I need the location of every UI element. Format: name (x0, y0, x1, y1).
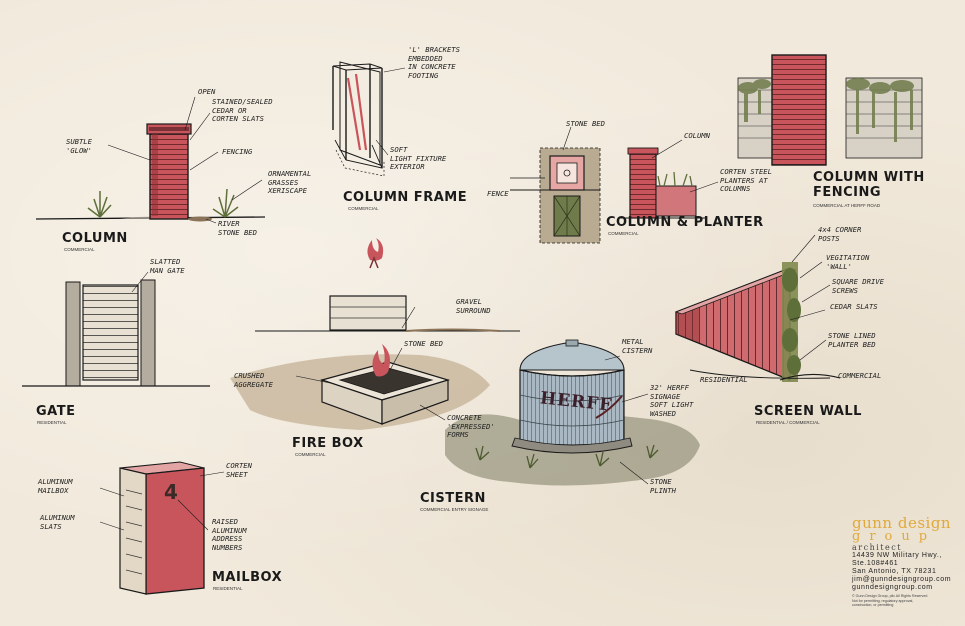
note-screen-planter: STONE LINED PLANTER BED (828, 331, 876, 349)
firm-title-block: gunn design group architect 14439 NW Mil… (852, 516, 960, 608)
column-frame-subtitle: commercial (348, 206, 379, 211)
note-screen-commercial: COMMERCIAL (838, 371, 882, 380)
fire-box-title: FIRE BOX (292, 436, 364, 451)
screen-wall-title: SCREEN WALL (754, 404, 862, 419)
column-sketch (35, 96, 266, 224)
note-fire-gravel: GRAVEL SURROUND (456, 297, 491, 315)
note-screen-residential: RESIDENTIAL (700, 375, 748, 384)
note-cistern-plinth: STONE PLINTH (650, 477, 676, 495)
column-title: COLUMN (62, 231, 128, 246)
note-column-open: OPEN (198, 87, 216, 96)
note-column-river: RIVER STONE BED (218, 219, 257, 237)
note-screen-corner: 4x4 CORNER POSTS (818, 225, 862, 243)
column-planter-title: COLUMN & PLANTER (606, 215, 764, 230)
screen-wall-sketch (674, 234, 841, 382)
note-fire-concrete: CONCRETE 'EXPRESSED' FORMS (447, 413, 495, 439)
fire-box-sketch (230, 238, 520, 430)
firm-legal: © Gunn Design Group, pllc All Rights Res… (852, 594, 928, 607)
note-screen-cedar: CEDAR SLATS (830, 302, 878, 311)
cistern-subtitle: COMMERCIAL ENTRY SIGNAGE (420, 507, 489, 512)
firm-logo-line2: group (852, 529, 937, 544)
note-column-grasses: ORNAMENTAL GRASSES XERISCAPE (268, 169, 312, 195)
note-planter-fence: FENCE (487, 189, 509, 198)
column-frame-title: COLUMN FRAME (343, 190, 468, 205)
column-fencing-sketch (737, 54, 923, 166)
gate-sketch (22, 271, 210, 387)
note-mail-slats: ALUMINUM SLATS (40, 513, 75, 531)
note-screen-square: SQUARE DRIVE SCREWS (832, 277, 884, 295)
column-subtitle: commercial (64, 247, 95, 252)
screen-wall-subtitle: RESIDENTIAL / COMMERCIAL (756, 420, 820, 425)
note-cistern-metal: METAL CISTERN (622, 337, 653, 355)
mailbox-sketch (99, 461, 225, 595)
fire-box-subtitle: commercial (295, 452, 326, 457)
column-fencing-title: COLUMN WITH FENCING (813, 170, 925, 200)
note-column-glow: SUBTLE 'GLOW' (66, 137, 92, 155)
note-gate-slatted: SLATTED MAN GATE (150, 257, 185, 275)
column-planter-subtitle: commercial (608, 231, 639, 236)
gate-title: GATE (36, 404, 76, 419)
firm-logo-line3: architect (852, 543, 902, 552)
column-frame-sketch (332, 61, 406, 177)
note-column-slats: STAINED/SEALED CEDAR OR CORTEN SLATS (212, 97, 273, 123)
note-frame-light: SOFT LIGHT FIXTURE EXTERIOR (390, 145, 447, 171)
column-fencing-subtitle: COMMERCIAL AT HERFF ROAD (813, 203, 881, 208)
mailbox-subtitle: residential (213, 586, 243, 591)
note-screen-veg: VEGITATION 'WALL' (826, 253, 870, 271)
note-planter-corten: CORTEN STEEL PLANTERS AT COLUMNS (720, 167, 772, 193)
note-planter-column: COLUMN (684, 131, 710, 140)
note-mail-mailbox: ALUMINUM MAILBOX (38, 477, 73, 495)
mailbox-address-number: 4 (164, 480, 178, 504)
column-planter-sketch (510, 126, 719, 244)
cistern-sketch (445, 339, 700, 486)
note-mail-raised: RAISED ALUMINUM ADDRESS NUMBERS (212, 517, 247, 552)
firm-address: 14439 NW Military Hwy., Ste.108#461 San … (852, 552, 952, 591)
note-fire-aggregate: CRUSHED AGGREGATE (234, 371, 273, 389)
cistern-title: CISTERN (420, 491, 486, 506)
gate-subtitle: residential (37, 420, 67, 425)
note-column-fencing: FENCING (222, 147, 253, 156)
note-planter-stonebed: STONE BED (566, 119, 605, 128)
note-frame-brackets: 'L' BRACKETS EMBEDDED IN CONCRETE FOOTIN… (408, 45, 460, 80)
mailbox-title: MAILBOX (212, 570, 283, 585)
note-mail-corten: CORTEN SHEET (226, 461, 252, 479)
firm-logo-line1: gunn design (852, 514, 952, 532)
note-cistern-signage: 32' HERFF SIGNAGE SOFT LIGHT WASHED (650, 383, 694, 418)
note-fire-stonebed: STONE BED (404, 339, 443, 348)
